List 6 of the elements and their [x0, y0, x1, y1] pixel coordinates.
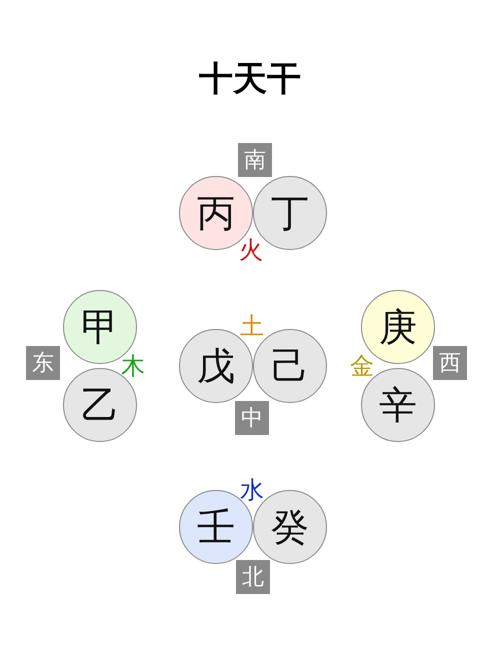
direction-tag: 中 [235, 401, 269, 435]
direction-tag: 北 [236, 560, 270, 594]
direction-tag: 西 [433, 346, 467, 380]
direction-tag: 东 [26, 346, 60, 380]
title: 十天干 [198, 58, 302, 101]
direction-tag: 南 [238, 143, 272, 177]
